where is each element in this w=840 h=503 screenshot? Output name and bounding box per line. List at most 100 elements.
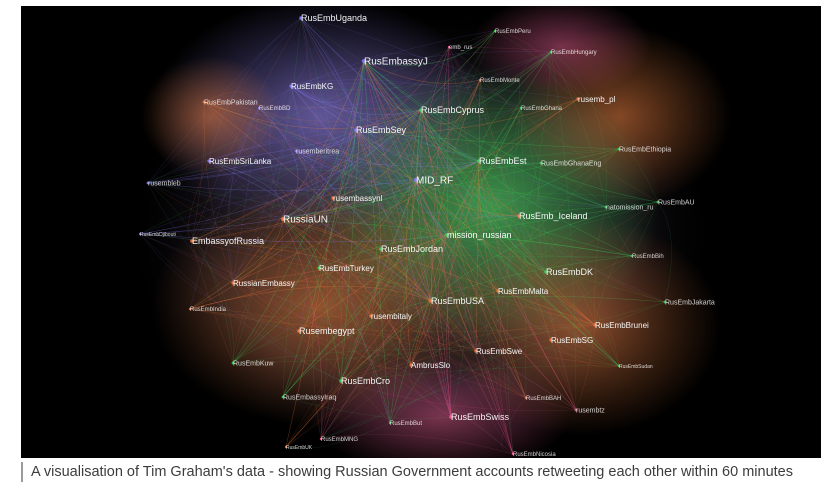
network-edge [189, 129, 357, 310]
network-edge [332, 109, 422, 199]
network-edge [320, 107, 522, 440]
network-node [617, 147, 621, 151]
node-label: AmbrusSlo [411, 361, 451, 370]
network-edge [478, 160, 501, 292]
network-edge [290, 85, 310, 332]
network-edge [189, 107, 260, 310]
network-edge [232, 85, 292, 284]
network-edge [285, 300, 432, 448]
network-node [630, 254, 634, 258]
network-edge [415, 179, 607, 208]
node-label: RusEmbMNG [321, 437, 358, 443]
network-edge [446, 234, 633, 257]
network-edge [320, 255, 633, 440]
network-node [207, 159, 211, 163]
network-edge [594, 206, 607, 326]
network-edge [320, 434, 514, 455]
network-edge [147, 17, 302, 184]
network-node [517, 214, 521, 218]
network-node [656, 200, 660, 204]
network-edge [282, 160, 480, 220]
node-label: emb_rus [449, 45, 472, 51]
network-edge [410, 300, 432, 366]
node-label: RusEmbPeru [495, 29, 531, 35]
network-edge [476, 160, 514, 455]
network-edge [147, 107, 522, 184]
network-edge [203, 101, 422, 130]
network-edge [340, 380, 577, 411]
network-edge [232, 51, 552, 284]
network-edge [147, 182, 234, 364]
network-edge [282, 160, 480, 398]
network-edge [478, 160, 547, 273]
network-edge [332, 197, 596, 326]
network-edge [300, 17, 522, 109]
network-edge [430, 300, 477, 352]
network-edge [518, 215, 596, 326]
node-label: Rusembegypt [299, 326, 355, 336]
network-edge [520, 107, 547, 273]
network-edge [282, 30, 496, 220]
network-edge [191, 101, 205, 242]
network-edge [332, 197, 448, 236]
network-edge [191, 109, 422, 242]
network-edge [415, 179, 477, 352]
network-edge [475, 162, 542, 352]
network-node [339, 379, 343, 383]
node-label: RusEmbassyJ [364, 57, 428, 68]
network-edge [478, 160, 596, 326]
network-edge [446, 234, 514, 455]
network-edge [389, 109, 422, 424]
node-label: RusEmbKG [291, 82, 333, 91]
node-label: RusEmbSwe [476, 347, 523, 356]
network-edge [594, 201, 659, 326]
network-edge [320, 301, 666, 440]
network-edge [282, 234, 448, 398]
network-edge [282, 60, 365, 398]
network-edge [479, 79, 547, 273]
node-label: RusEmbNicosia [513, 452, 556, 458]
network-edge [139, 179, 417, 235]
network-edge [147, 182, 527, 399]
network-edge [415, 179, 499, 292]
network-edge [355, 129, 499, 292]
node-label: RusEmbassyIraq [283, 394, 336, 401]
network-edge [282, 197, 334, 220]
node-label: RusEmbDK [546, 267, 593, 277]
network-edge [203, 101, 522, 110]
network-edge [208, 160, 520, 217]
network-edge [340, 30, 496, 382]
network-node [281, 395, 285, 399]
network-edge [446, 148, 620, 236]
network-node [146, 181, 150, 185]
network-node [593, 323, 597, 327]
network-edge [147, 129, 357, 184]
caption-rule [21, 462, 23, 482]
network-edge [430, 107, 522, 302]
network-edge [538, 162, 577, 411]
network-node [511, 452, 515, 456]
network-edge [340, 234, 448, 382]
network-edge [258, 107, 620, 367]
network-edge [415, 179, 520, 217]
network-node [429, 299, 433, 303]
network-edge [147, 30, 496, 184]
network-node [604, 205, 608, 209]
network-edge [290, 17, 308, 87]
node-label: rusemberitrea [296, 148, 339, 155]
network-edge [389, 300, 432, 424]
network-edge [295, 150, 607, 208]
network-edge [298, 179, 417, 332]
network-node [544, 270, 548, 274]
network-edge [295, 150, 452, 418]
network-edge [232, 282, 527, 399]
network-edge [494, 30, 659, 203]
network-edge [420, 109, 520, 217]
network-node [496, 289, 500, 293]
network-edge [282, 148, 620, 220]
network-edge [332, 197, 527, 399]
network-edge [318, 267, 432, 302]
network-edge [189, 308, 300, 332]
network-edge [478, 51, 552, 162]
